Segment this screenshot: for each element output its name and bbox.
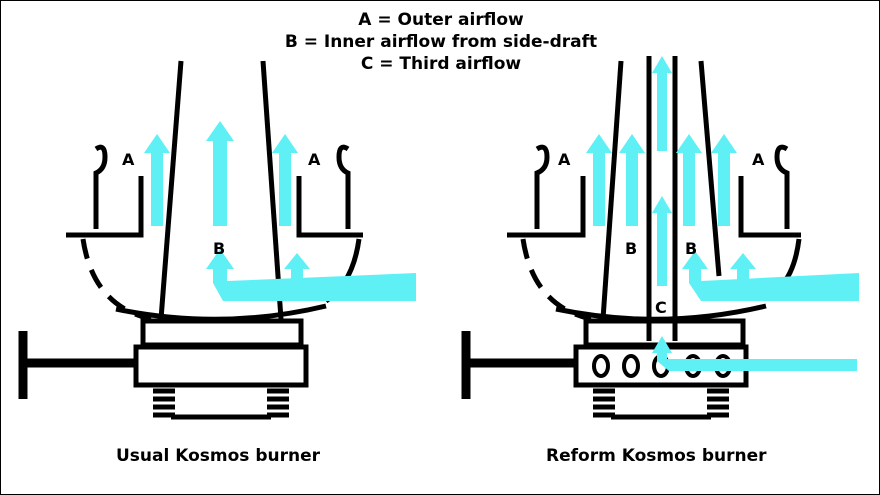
label-b: B bbox=[625, 239, 637, 258]
legend-line-c: C = Third airflow bbox=[360, 54, 522, 74]
chimney-right-wall bbox=[260, 60, 284, 320]
side-draft-arrow bbox=[284, 253, 310, 281]
burner-base bbox=[133, 344, 309, 388]
airflow-arrow bbox=[586, 134, 612, 226]
reform-airflows bbox=[586, 56, 859, 371]
label-a: A bbox=[308, 150, 321, 169]
airflow-arrow bbox=[676, 134, 702, 226]
reform-labels: A A B B C bbox=[558, 150, 765, 317]
label-b: B bbox=[685, 239, 697, 258]
airflow-arrow bbox=[144, 134, 170, 226]
left-spring bbox=[593, 388, 615, 418]
third-airflow-arrow bbox=[652, 336, 857, 371]
label-b: B bbox=[213, 239, 225, 258]
reform-burner bbox=[461, 56, 802, 420]
burner-collar bbox=[140, 318, 304, 348]
label-a: A bbox=[558, 150, 571, 169]
left-gallery bbox=[507, 144, 586, 238]
airflow-arrow bbox=[711, 134, 737, 226]
side-draft-arrow bbox=[682, 251, 859, 301]
chimney-left-wall bbox=[158, 60, 184, 320]
chimney-right-wall bbox=[698, 60, 722, 277]
usual-burner bbox=[18, 60, 363, 420]
side-draft-arrow bbox=[206, 249, 416, 301]
legend: A = Outer airflow B = Inner airflow from… bbox=[1, 9, 879, 75]
right-gallery bbox=[738, 144, 801, 238]
reform-burner-caption: Reform Kosmos burner bbox=[546, 446, 767, 466]
third-airflow-arrow bbox=[652, 196, 672, 286]
label-c: C bbox=[655, 298, 667, 317]
right-spring bbox=[707, 388, 729, 418]
airflow-arrow bbox=[206, 121, 234, 226]
label-a: A bbox=[752, 150, 765, 169]
right-gallery bbox=[296, 144, 363, 238]
third-airflow-arrow bbox=[652, 56, 672, 151]
left-gallery bbox=[66, 144, 144, 238]
label-a: A bbox=[122, 150, 135, 169]
side-draft-arrow bbox=[730, 253, 756, 281]
legend-line-a: A = Outer airflow bbox=[358, 10, 524, 30]
chimney-left-wall bbox=[600, 60, 624, 320]
left-spring bbox=[153, 388, 175, 418]
legend-line-b: B = Inner airflow from side-draft bbox=[284, 32, 598, 52]
airflow-arrow bbox=[619, 134, 645, 226]
usual-labels: A A B bbox=[122, 150, 321, 258]
right-spring bbox=[267, 388, 289, 418]
usual-airflows bbox=[144, 121, 416, 301]
airflow-arrow bbox=[272, 134, 298, 226]
usual-burner-caption: Usual Kosmos burner bbox=[116, 446, 321, 466]
